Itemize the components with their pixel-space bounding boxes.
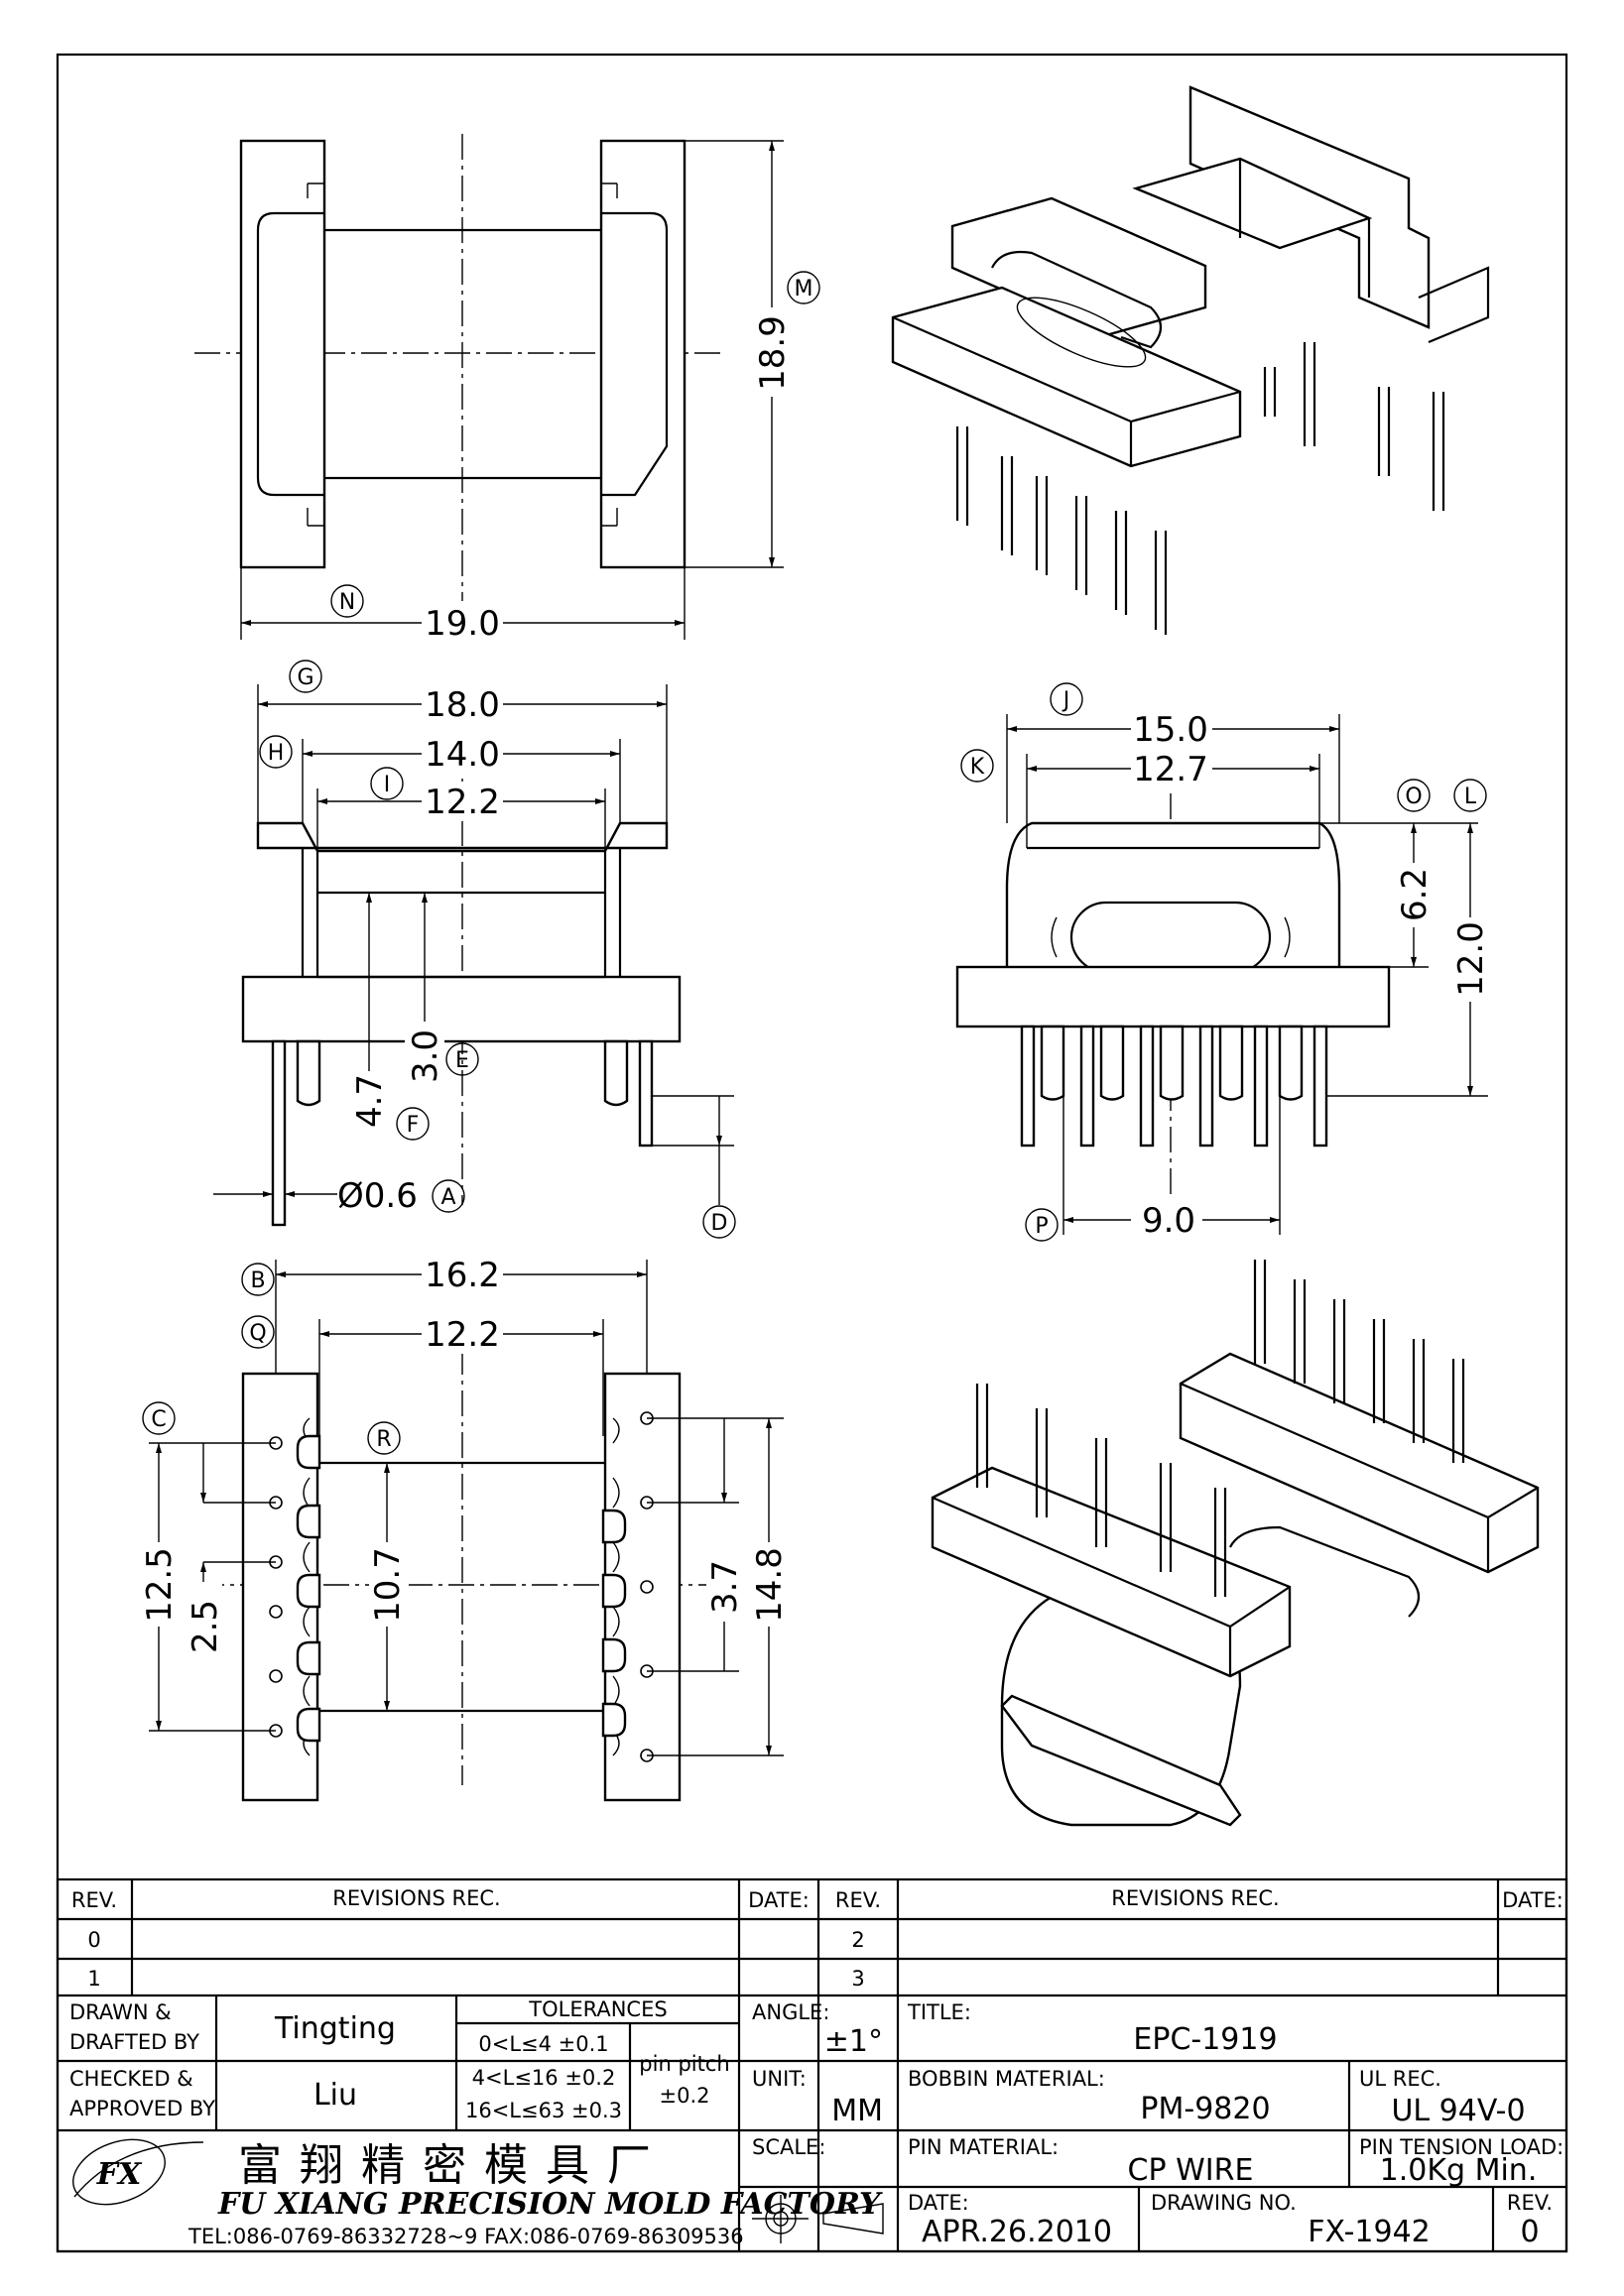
isometric-view-top — [891, 85, 1490, 635]
tolerance-row-3: 16<L≤63 ±0.3 — [465, 2099, 622, 2122]
company-logo-icon: FX — [72, 2138, 204, 2206]
angle-value: ±1° — [824, 2024, 883, 2059]
drawing-no-label: DRAWING NO. — [1151, 2191, 1297, 2215]
dim-C-12-5: 12.5 — [140, 1547, 180, 1623]
drafted-by-label: DRAFTED BY — [69, 2030, 199, 2054]
dim-I-12-2: 12.2 — [425, 783, 500, 822]
company-name-chinese: 富翔精密模具厂 — [238, 2140, 669, 2191]
callout-M: M — [795, 277, 813, 302]
callout-P: P — [1035, 1214, 1048, 1239]
bobbin-material-value: PM-9820 — [1140, 2092, 1270, 2126]
scale-label: SCALE: — [752, 2135, 825, 2159]
rev-row-3: 3 — [851, 1967, 864, 1991]
dim-F-4-7: 4.7 — [350, 1074, 390, 1128]
tolerances-label: TOLERANCES — [528, 1997, 667, 2021]
dim-18-9: 18.9 — [753, 315, 793, 391]
checked-label: CHECKED & — [69, 2067, 193, 2091]
dim-E-3-0: 3.0 — [406, 1029, 445, 1083]
callout-L: L — [1464, 785, 1477, 809]
date-label: DATE: — [908, 2191, 969, 2215]
callout-R: R — [376, 1427, 391, 1452]
drawing-no-value: FX-1942 — [1308, 2215, 1431, 2249]
dim-O-6-2: 6.2 — [1395, 868, 1435, 921]
company-contact: TEL:086-0769-86332728~9 FAX:086-0769-863… — [187, 2225, 744, 2248]
rev-row-2: 2 — [851, 1928, 864, 1952]
pin-tension-value: 1.0Kg Min. — [1380, 2153, 1538, 2188]
callout-F: F — [407, 1113, 420, 1138]
dim-A-0-6: Ø0.6 — [337, 1176, 418, 1216]
drawn-by-value: Tingting — [274, 2011, 396, 2046]
callout-K: K — [970, 755, 985, 780]
dim-J-15-0: 15.0 — [1133, 710, 1208, 750]
callout-E: E — [455, 1048, 469, 1073]
checked-by-value: Liu — [313, 2078, 357, 2113]
ul-rec-value: UL 94V-0 — [1391, 2094, 1525, 2128]
dim-3-7: 3.7 — [705, 1560, 745, 1614]
rev-row-0: 0 — [87, 1928, 100, 1952]
callout-G: G — [297, 665, 313, 690]
approved-by-label: APPROVED BY — [69, 2097, 215, 2120]
unit-label: UNIT: — [752, 2067, 807, 2091]
rev-header-left: REV. — [71, 1888, 117, 1912]
title-value: EPC-1919 — [1133, 2022, 1277, 2057]
date-header-right: DATE: — [1502, 1888, 1563, 1912]
isometric-view-bottom — [931, 1260, 1540, 1827]
rev-header-right: REV. — [835, 1888, 881, 1912]
dim-2-5: 2.5 — [186, 1600, 225, 1653]
pin-pitch-label: pin pitch — [639, 2052, 729, 2076]
top-view: 19.0 N 18.9 M — [194, 134, 820, 644]
projection-symbol — [752, 2195, 884, 2243]
pin-tension-label: PIN TENSION LOAD: — [1359, 2135, 1563, 2159]
callout-B: B — [250, 1269, 265, 1293]
callout-D: D — [711, 1211, 728, 1236]
callout-I: I — [384, 773, 391, 797]
callout-N: N — [339, 590, 355, 615]
dim-K-12-7: 12.7 — [1133, 750, 1208, 789]
rev-row-1: 1 — [87, 1967, 100, 1991]
title-label: TITLE: — [907, 2000, 971, 2024]
dim-14-8: 14.8 — [750, 1547, 790, 1623]
callout-O: O — [1405, 785, 1422, 809]
dim-19-0: 19.0 — [425, 604, 500, 644]
dim-H-14-0: 14.0 — [425, 735, 500, 775]
callout-H: H — [268, 741, 285, 766]
pin-material-value: CP WIRE — [1128, 2153, 1254, 2188]
angle-label: ANGLE: — [752, 2000, 829, 2024]
callout-C: C — [151, 1407, 166, 1432]
front-view: 15.0 J 12.7 K 6.2 O 12.0 L 9.0 P — [955, 682, 1491, 1242]
rev-label: REV. — [1507, 2191, 1553, 2215]
dim-P-9-0: 9.0 — [1142, 1201, 1195, 1241]
unit-value: MM — [831, 2094, 883, 2128]
side-view: 18.0 G 14.0 H 12.2 I 3.0 E 4.7 F Ø0.6 — [213, 660, 736, 1239]
date-header-left: DATE: — [748, 1888, 810, 1912]
date-value: APR.26.2010 — [922, 2215, 1112, 2249]
dim-G-18-0: 18.0 — [425, 685, 500, 725]
rev-value: 0 — [1520, 2215, 1539, 2249]
dim-Q-12-2: 12.2 — [425, 1315, 500, 1355]
bobbin-material-label: BOBBIN MATERIAL: — [908, 2067, 1105, 2091]
callout-A: A — [440, 1185, 455, 1210]
callout-J: J — [1062, 688, 1070, 713]
dim-R-10-7: 10.7 — [368, 1547, 408, 1623]
pin-material-label: PIN MATERIAL: — [908, 2135, 1059, 2159]
dim-B-16-2: 16.2 — [425, 1256, 500, 1295]
title-block: REV. REVISIONS REC. DATE: REV. REVISIONS… — [56, 1877, 1568, 2253]
revisions-header-right: REVISIONS REC. — [1111, 1886, 1279, 1910]
bottom-view: 16.2 B 12.2 Q 12.5 C 2.5 10.7 R — [139, 1255, 790, 1802]
callout-Q: Q — [249, 1321, 266, 1346]
dim-L-12-0: 12.0 — [1451, 921, 1491, 997]
svg-text:FX: FX — [96, 2157, 143, 2192]
tolerance-row-2: 4<L≤16 ±0.2 — [472, 2066, 616, 2090]
ul-rec-label: UL REC. — [1359, 2067, 1441, 2091]
drawn-by-label: DRAWN & — [69, 2000, 172, 2024]
revisions-header-left: REVISIONS REC. — [332, 1886, 500, 1910]
company-name-english: FU XIANG PRECISION MOLD FACTORY — [217, 2187, 883, 2222]
pin-pitch-value: ±0.2 — [660, 2084, 710, 2108]
tolerance-row-1: 0<L≤4 ±0.1 — [478, 2032, 608, 2056]
